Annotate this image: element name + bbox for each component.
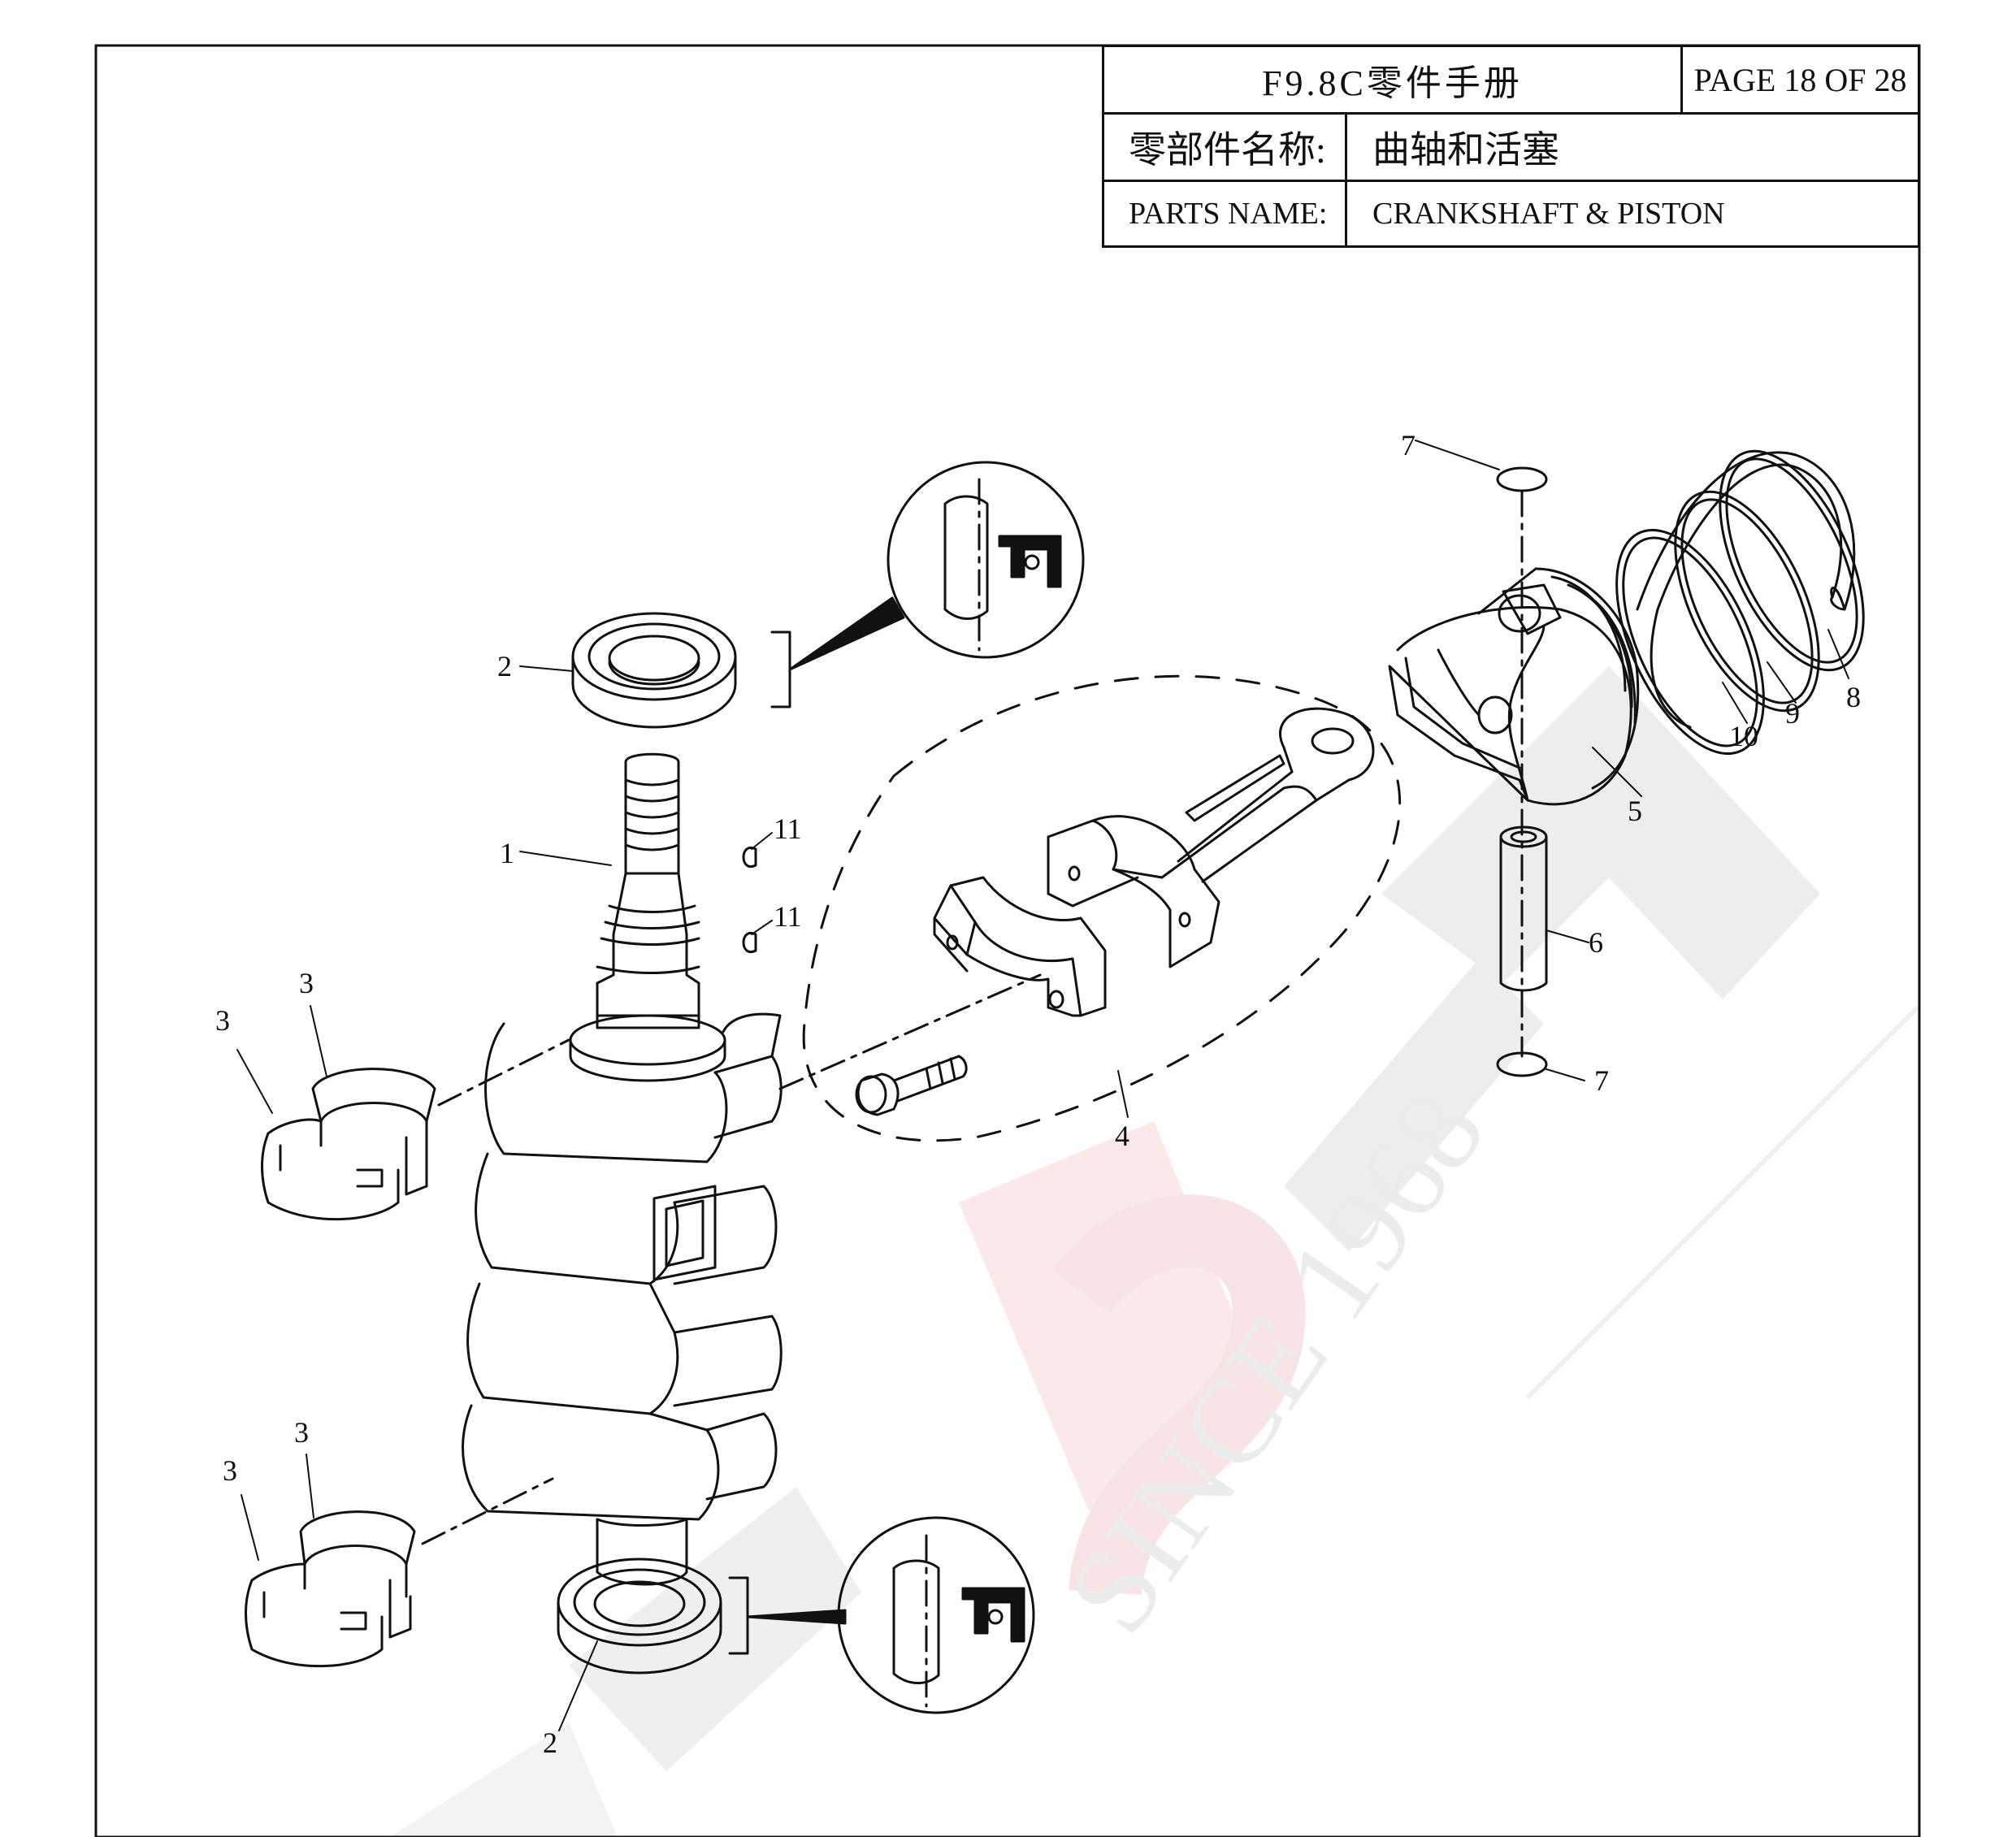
watermark: SINCE 1968	[390, 666, 1920, 1837]
callout-11-a: 11	[774, 812, 802, 845]
oil-seal-top	[571, 612, 737, 729]
callout-6: 6	[1589, 926, 1603, 959]
page-number: PAGE 18 OF 28	[1693, 61, 1907, 98]
callout-1: 1	[500, 837, 514, 869]
callout-8: 8	[1846, 681, 1861, 713]
woodruff-key-b	[742, 931, 757, 954]
seal-detail-circle-bottom	[837, 1516, 1035, 1714]
callout-5: 5	[1628, 795, 1642, 827]
callout-labels: 1 2 2 3 3 3 3 4 5 6 7 7 8 9 10 11 11	[215, 429, 1861, 1759]
title-col-divider-top	[1680, 47, 1683, 112]
callout-3-c: 3	[223, 1454, 237, 1487]
piston	[1388, 567, 1640, 806]
callout-4: 4	[1115, 1120, 1129, 1152]
parts-name-label-cn: 零部件名称:	[1129, 129, 1326, 171]
callout-7-top: 7	[1401, 429, 1416, 461]
callout-9: 9	[1785, 697, 1800, 730]
leader-lines	[236, 440, 1849, 1731]
manual-title: F9.8C零件手册	[1262, 63, 1523, 103]
main-bearing-lower	[245, 1510, 416, 1668]
oil-seal-bottom	[557, 1558, 722, 1675]
parts-name-value-en: CRANKSHAFT & PISTON	[1372, 197, 1725, 231]
title-row-divider-2	[1104, 180, 1918, 182]
piston-pin	[1499, 825, 1548, 992]
title-block: F9.8C零件手册 PAGE 18 OF 28 零部件名称: 曲轴和活塞 PAR…	[1102, 45, 1920, 248]
callout-11-b: 11	[774, 900, 802, 933]
callout-3-d: 3	[294, 1416, 309, 1449]
title-row-divider-1	[1104, 112, 1918, 115]
callout-3-b: 3	[299, 967, 314, 999]
main-bearing-upper	[261, 1068, 436, 1221]
piston-rings	[1615, 449, 1865, 756]
callout-3-a: 3	[215, 1004, 230, 1037]
callout-10: 10	[1729, 720, 1758, 752]
connecting-rod-assembly	[802, 674, 1402, 1142]
callout-7-bottom: 7	[1594, 1064, 1609, 1097]
woodruff-key-a	[742, 846, 757, 869]
callout-2-bottom: 2	[543, 1727, 557, 1759]
parts-name-value-cn: 曲轴和活塞	[1372, 129, 1559, 171]
callout-2-top: 2	[497, 650, 512, 682]
page-frame	[94, 44, 1921, 1837]
circlip-top	[1496, 466, 1548, 492]
crankshaft	[462, 752, 783, 1586]
title-col-divider-bottom	[1345, 112, 1347, 245]
seal-detail-circle-top	[887, 461, 1085, 659]
parts-name-label-en: PARTS NAME:	[1129, 197, 1328, 231]
